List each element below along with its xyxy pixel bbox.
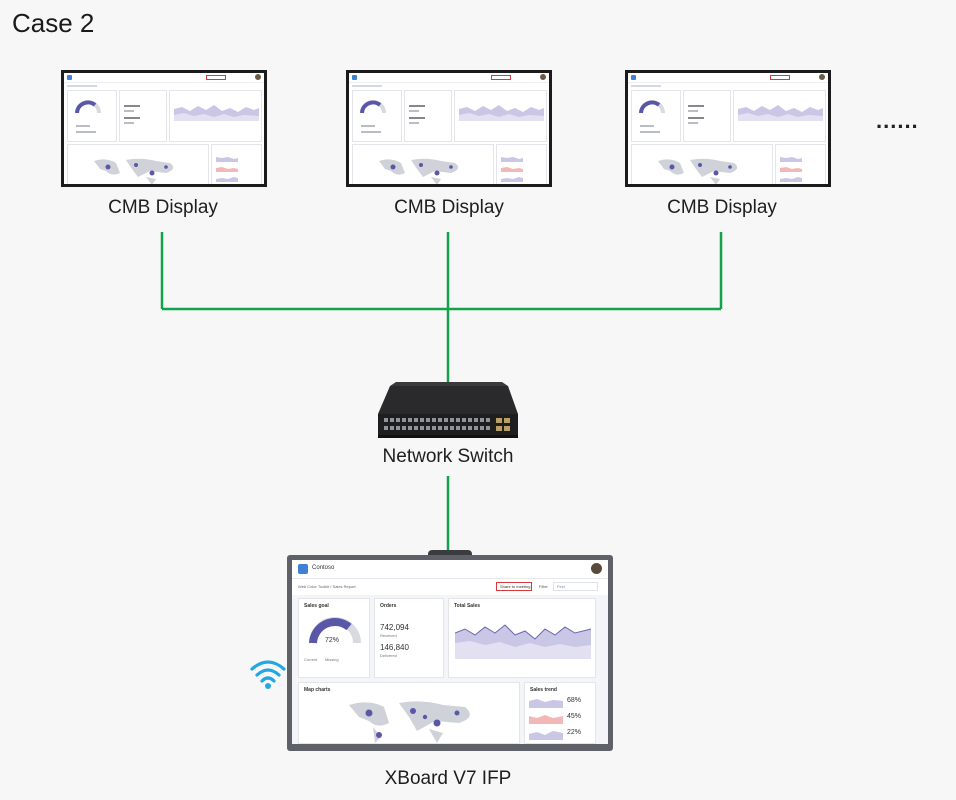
ifp-top-bar: Contoso bbox=[292, 560, 608, 579]
cmb-display-3-label: CMB Display bbox=[667, 197, 777, 218]
orders-received-value: 742,094 bbox=[380, 623, 409, 632]
mini-card-sales bbox=[169, 90, 262, 142]
trend-value-3: 22% bbox=[567, 729, 582, 736]
ifp-camera bbox=[428, 550, 472, 559]
trend-value-2: 45% bbox=[567, 713, 582, 720]
sales-trend-card: Sales trend 68% 45% 22% bbox=[524, 682, 596, 744]
cmb-display-screen bbox=[64, 73, 264, 184]
green-links bbox=[160, 232, 723, 552]
mini-card-trend bbox=[496, 144, 547, 184]
breadcrumb bbox=[631, 85, 661, 87]
mini-card-trend bbox=[211, 144, 262, 184]
trend-value-1: 68% bbox=[567, 697, 582, 704]
mini-card-map bbox=[352, 144, 494, 184]
mini-card-sales bbox=[454, 90, 547, 142]
avatar bbox=[255, 74, 261, 80]
card-title: Orders bbox=[380, 603, 397, 609]
mini-card-trend bbox=[775, 144, 826, 184]
legend-current: Current bbox=[304, 657, 318, 662]
cmb-display-2-label: CMB Display bbox=[394, 197, 504, 218]
gauge-icon bbox=[639, 100, 665, 113]
cmb-display-screen bbox=[349, 73, 549, 184]
mini-top-bar bbox=[349, 73, 549, 83]
wifi-icon bbox=[250, 660, 286, 689]
area-chart-icon bbox=[738, 105, 823, 121]
share-to-meeting-button[interactable]: Share to meeting bbox=[496, 582, 532, 591]
cmb-display-3 bbox=[625, 70, 831, 187]
world-map-icon bbox=[658, 158, 738, 184]
avatar bbox=[819, 74, 825, 80]
mini-card-gauge bbox=[631, 90, 681, 142]
mini-card-map bbox=[631, 144, 773, 184]
ifp-toolbar: Web Color Toolkit / Sales Report Share t… bbox=[292, 579, 608, 595]
orders-delivered-label: Delivered bbox=[380, 653, 397, 658]
map-card: Map charts bbox=[298, 682, 520, 744]
app-logo-icon bbox=[631, 75, 636, 80]
area-chart-icon bbox=[455, 624, 591, 659]
more-displays-ellipsis: ...... bbox=[876, 108, 919, 133]
card-title: Total Sales bbox=[454, 603, 481, 609]
find-input[interactable]: Find bbox=[553, 582, 598, 591]
network-switch-icon bbox=[378, 382, 518, 438]
legend-missing: Missing bbox=[325, 657, 339, 662]
total-sales-card: Total Sales bbox=[448, 598, 596, 678]
share-highlight bbox=[770, 75, 790, 80]
mini-card-map bbox=[67, 144, 209, 184]
page-title: Case 2 bbox=[12, 8, 95, 38]
sparkline-icon bbox=[529, 699, 563, 708]
orders-delivered-value: 146,840 bbox=[380, 643, 409, 652]
filter-button[interactable]: Filter bbox=[539, 584, 548, 589]
sales-goal-card: Sales goal 72% Current Missing bbox=[298, 598, 370, 678]
ifp-label: XBoard V7 IFP bbox=[384, 768, 512, 789]
world-map-icon bbox=[349, 701, 470, 743]
card-title: Sales goal bbox=[304, 603, 329, 609]
mini-top-bar bbox=[628, 73, 828, 83]
mini-top-bar bbox=[64, 73, 264, 83]
xboard-ifp: Contoso Web Color Toolkit / Sales Report… bbox=[287, 555, 613, 751]
avatar bbox=[540, 74, 546, 80]
world-map-icon bbox=[94, 158, 174, 184]
sparkline-icon bbox=[529, 731, 563, 740]
card-title: Map charts bbox=[304, 687, 331, 693]
orders-card: Orders 742,094 Received 146,840 Delivere… bbox=[374, 598, 444, 678]
mini-card-orders bbox=[119, 90, 167, 142]
gauge-icon bbox=[75, 100, 101, 113]
world-map-icon bbox=[379, 158, 459, 184]
cmb-display-1-label: CMB Display bbox=[108, 197, 218, 218]
network-switch-label: Network Switch bbox=[382, 446, 514, 467]
app-logo-icon bbox=[67, 75, 72, 80]
app-logo-icon bbox=[298, 564, 308, 574]
cmb-display-screen bbox=[628, 73, 828, 184]
orders-received-label: Received bbox=[380, 633, 397, 638]
card-title: Sales trend bbox=[530, 687, 557, 693]
cmb-display-2 bbox=[346, 70, 552, 187]
area-chart-icon bbox=[174, 105, 259, 121]
gauge-icon bbox=[360, 100, 386, 113]
app-logo-icon bbox=[352, 75, 357, 80]
share-highlight bbox=[206, 75, 226, 80]
breadcrumb bbox=[352, 85, 382, 87]
area-chart-icon bbox=[459, 105, 544, 121]
mini-card-gauge bbox=[67, 90, 117, 142]
breadcrumb: Web Color Toolkit / Sales Report bbox=[298, 584, 356, 589]
sparkline-icon bbox=[529, 715, 563, 724]
mini-card-gauge bbox=[352, 90, 402, 142]
mini-card-orders bbox=[404, 90, 452, 142]
mini-card-orders bbox=[683, 90, 731, 142]
cmb-display-1 bbox=[61, 70, 267, 187]
gauge-icon bbox=[309, 617, 361, 644]
avatar[interactable] bbox=[591, 563, 602, 574]
share-highlight bbox=[491, 75, 511, 80]
sales-goal-value: 72% bbox=[325, 637, 340, 644]
ifp-screen: Contoso Web Color Toolkit / Sales Report… bbox=[292, 560, 608, 744]
breadcrumb bbox=[67, 85, 97, 87]
app-name: Contoso bbox=[312, 565, 335, 571]
mini-card-sales bbox=[733, 90, 826, 142]
